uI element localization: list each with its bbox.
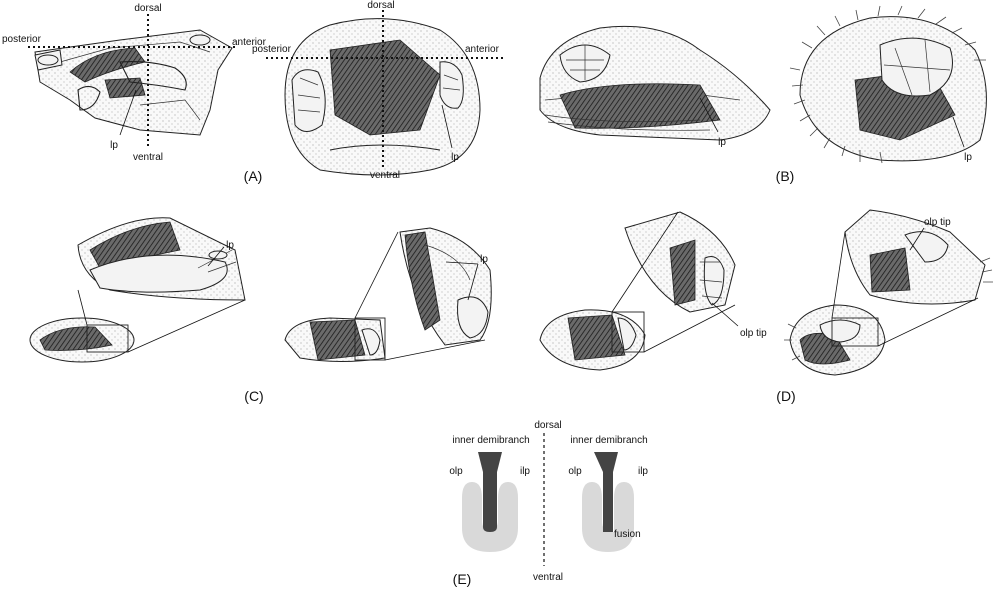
c2-zoom-lines [354, 231, 486, 361]
panel-a-label: (A) [244, 168, 263, 184]
a2-lp-label: lp [451, 152, 459, 163]
e-left-schematic [462, 452, 518, 552]
c1-zoom-box [86, 324, 129, 353]
c1-lp-label: lp [226, 240, 234, 251]
a-lp-leader-left [119, 89, 137, 136]
e-left-inner-demibranch-label: inner demibranch [452, 435, 529, 446]
panel-e-label: (E) [453, 571, 472, 587]
a-posterior-label: posterior [2, 34, 42, 45]
e-left-olp-label: olp [449, 466, 463, 477]
d2-zoom-lines [831, 231, 979, 347]
c2-lp-leader-a [445, 261, 479, 265]
e-right-ilp-label: ilp [638, 466, 648, 477]
a-ventral-label: ventral [133, 152, 163, 163]
d1-olp-tip-label: olp tip [740, 328, 767, 339]
panel-a-left-specimen [34, 29, 233, 136]
panel-c-label: (C) [244, 388, 263, 404]
a-dorsal-label: dorsal [134, 3, 161, 14]
e-left-ilp-label: ilp [520, 466, 530, 477]
panel-d-label: (D) [776, 388, 795, 404]
panel-d-specimen-1 [539, 211, 736, 371]
a2-lp-leader [441, 104, 453, 149]
c1-zoom-lines [77, 289, 246, 353]
d2-olp-tip-label: olp tip [924, 217, 951, 228]
a2-ventral-label: ventral [370, 170, 400, 181]
e-left-palp-fold [462, 482, 518, 552]
a2-posterior-label: posterior [252, 44, 292, 55]
e-left-inner-demibranch [478, 452, 502, 532]
a2-dorsal-label: dorsal [367, 0, 394, 11]
b-lp-label-left: lp [718, 137, 726, 148]
e-right-inner-demibranch-label: inner demibranch [570, 435, 647, 446]
d2-olp-tip-leader [909, 227, 925, 251]
e-right-palp-fold [582, 482, 634, 552]
a2-anterior-label: anterior [465, 44, 500, 55]
d1-olp-tip-leader [711, 302, 739, 327]
b-lp-leader-right [952, 116, 965, 148]
a-lp-label-left: lp [110, 140, 118, 151]
d2-zoom-box [831, 317, 879, 347]
e-right-schematic [582, 452, 634, 552]
c2-lp-leader-b [467, 263, 479, 301]
panel-b-right-specimen [789, 5, 987, 164]
panel-d-specimen-2 [784, 209, 993, 376]
c2-lp-label: lp [480, 254, 488, 265]
panel-b-left-specimen [539, 25, 771, 141]
d1-zoom-box [611, 311, 645, 353]
b-lp-label-right: lp [964, 152, 972, 163]
e-ventral-label: ventral [533, 572, 563, 583]
e-dorsal-label: dorsal [534, 420, 561, 431]
a-anterior-label: anterior [232, 37, 267, 48]
b-lp-leader-left [699, 97, 719, 133]
c1-lp-leader [207, 246, 225, 267]
c2-zoom-box [354, 317, 386, 361]
panel-c-specimen-2 [284, 227, 492, 362]
e-fusion-label: fusion [614, 529, 641, 540]
e-right-inner-demibranch [594, 452, 618, 532]
e-right-olp-label: olp [568, 466, 582, 477]
panel-b-label: (B) [776, 168, 795, 184]
panel-c-specimen-1 [29, 217, 246, 363]
d1-zoom-lines [611, 211, 736, 353]
